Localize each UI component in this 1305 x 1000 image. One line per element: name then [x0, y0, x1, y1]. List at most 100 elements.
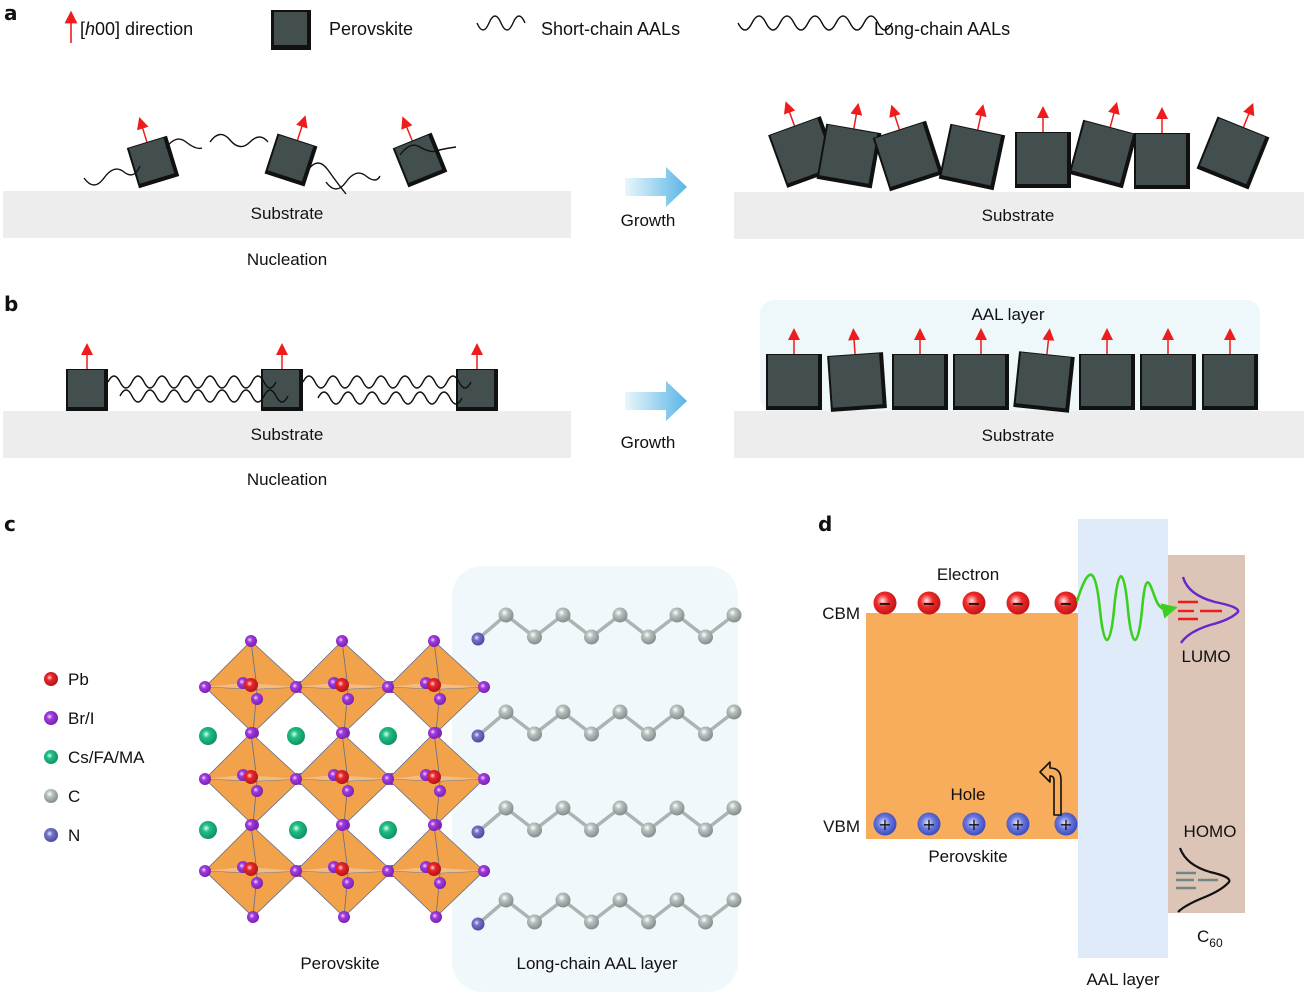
panel-b: b Substrate Nucleation Growth AAL layer … [3, 292, 1304, 489]
legend-item-c: C [44, 787, 80, 806]
br-i-atom [245, 635, 257, 647]
atom-swatch-icon [44, 828, 58, 842]
perovskite-crystal [953, 328, 1009, 410]
c-atom [726, 892, 742, 908]
substrate-a-right [734, 192, 1304, 239]
br-i-atom [245, 819, 257, 831]
c-atom [669, 704, 685, 720]
aal-layer-d-label: AAL layer [1086, 970, 1159, 989]
pb-atom [244, 770, 258, 784]
h00-direction-arrow-icon [783, 101, 796, 126]
pb-atom [335, 678, 349, 692]
br-i-atom [434, 877, 446, 889]
c-atom [584, 726, 599, 742]
aal-molecule [471, 607, 742, 646]
perovskite-crystal [1196, 102, 1270, 190]
c-atom [612, 607, 628, 623]
panel-a: a [h00] direction Perovskite Short-chain… [3, 1, 1304, 269]
c-atom [669, 892, 685, 908]
c-atom [669, 607, 685, 623]
br-i-atom [342, 693, 354, 705]
aal-molecule [471, 704, 742, 743]
growth-arrow-b [625, 381, 687, 421]
cs-fa-ma-atom [289, 821, 307, 839]
pb-atom [427, 678, 441, 692]
br-i-atom [336, 819, 348, 831]
legend-perovskite-label: Perovskite [329, 19, 413, 39]
c-atom [726, 800, 742, 816]
aal-chain-icon [317, 391, 463, 405]
pb-atom [427, 862, 441, 876]
c-atom [498, 704, 514, 720]
aal-layer-b-label: AAL layer [971, 305, 1044, 324]
br-i-atom [336, 727, 348, 739]
h00-direction-arrow-icon [850, 102, 863, 129]
electron-icon: − [917, 591, 941, 615]
perovskite-crystal [938, 104, 1006, 191]
substrate-a-left [3, 191, 571, 238]
svg-text:−: − [1059, 594, 1072, 613]
substrate-a-left-label: Substrate [251, 204, 324, 223]
legend-a: [h00] direction Perovskite Short-chain A… [64, 10, 1010, 50]
c60-band [1168, 555, 1245, 913]
perovskite-crystal [1134, 107, 1190, 189]
br-i-atom [342, 785, 354, 797]
nucleation-b-label: Nucleation [247, 470, 327, 489]
c-atom [498, 892, 514, 908]
panel-label-c: c [4, 512, 16, 536]
aal-c-label: Long-chain AAL layer [517, 954, 678, 973]
vbm-label: VBM [823, 817, 860, 836]
legend-item-pb: Pb [44, 670, 89, 689]
perovskite-crystal [1202, 328, 1258, 410]
c-atom [555, 800, 571, 816]
br-i-atom [382, 681, 394, 693]
perovskite-crystal [392, 116, 448, 188]
svg-text:−: − [1011, 594, 1024, 613]
atom-swatch-icon [44, 789, 58, 803]
perovskite-band [866, 613, 1078, 839]
electron-icon: − [873, 591, 897, 615]
long-wave-icon [737, 15, 893, 31]
nucleation-a-label: Nucleation [247, 250, 327, 269]
tunneling-wave-icon [1075, 573, 1178, 642]
svg-text:−: − [922, 594, 935, 613]
c-atom [726, 704, 742, 720]
aal-chain-icon [325, 172, 381, 190]
c-atom [498, 800, 514, 816]
c-atom [698, 822, 713, 838]
electron-icon: − [962, 591, 986, 615]
n-atom [471, 632, 485, 646]
grown-crystals-a [768, 101, 1270, 192]
perovskite-crystal [66, 343, 108, 411]
br-i-atom [382, 865, 394, 877]
substrate-b-left-label: Substrate [251, 425, 324, 444]
perovskite-lattice [199, 635, 490, 923]
br-i-atom [428, 727, 440, 739]
c-atom [669, 800, 685, 816]
panel-label-b: b [4, 292, 18, 316]
hole-icon: + [873, 812, 897, 836]
pb-atom [335, 862, 349, 876]
h00-direction-arrow-icon [848, 328, 861, 355]
aal-chain-icon [165, 138, 203, 150]
br-i-atom [430, 911, 442, 923]
substrate-b-left [3, 411, 571, 458]
hole-icon: + [1006, 812, 1030, 836]
br-i-atom [428, 635, 440, 647]
c-atom [527, 629, 542, 645]
c-atom [555, 704, 571, 720]
c-atom [527, 822, 542, 838]
n-atom [471, 825, 485, 839]
h00-direction-arrow-icon [889, 104, 901, 130]
c-atom [698, 726, 713, 742]
br-i-atom [199, 681, 211, 693]
c-atom [527, 914, 542, 930]
br-i-atom [251, 693, 263, 705]
perovskite-crystal [264, 115, 318, 187]
svg-text:+: + [967, 815, 980, 834]
pbx6-octahedron [382, 819, 490, 923]
svg-text:+: + [922, 815, 935, 834]
c-atom [641, 726, 656, 742]
